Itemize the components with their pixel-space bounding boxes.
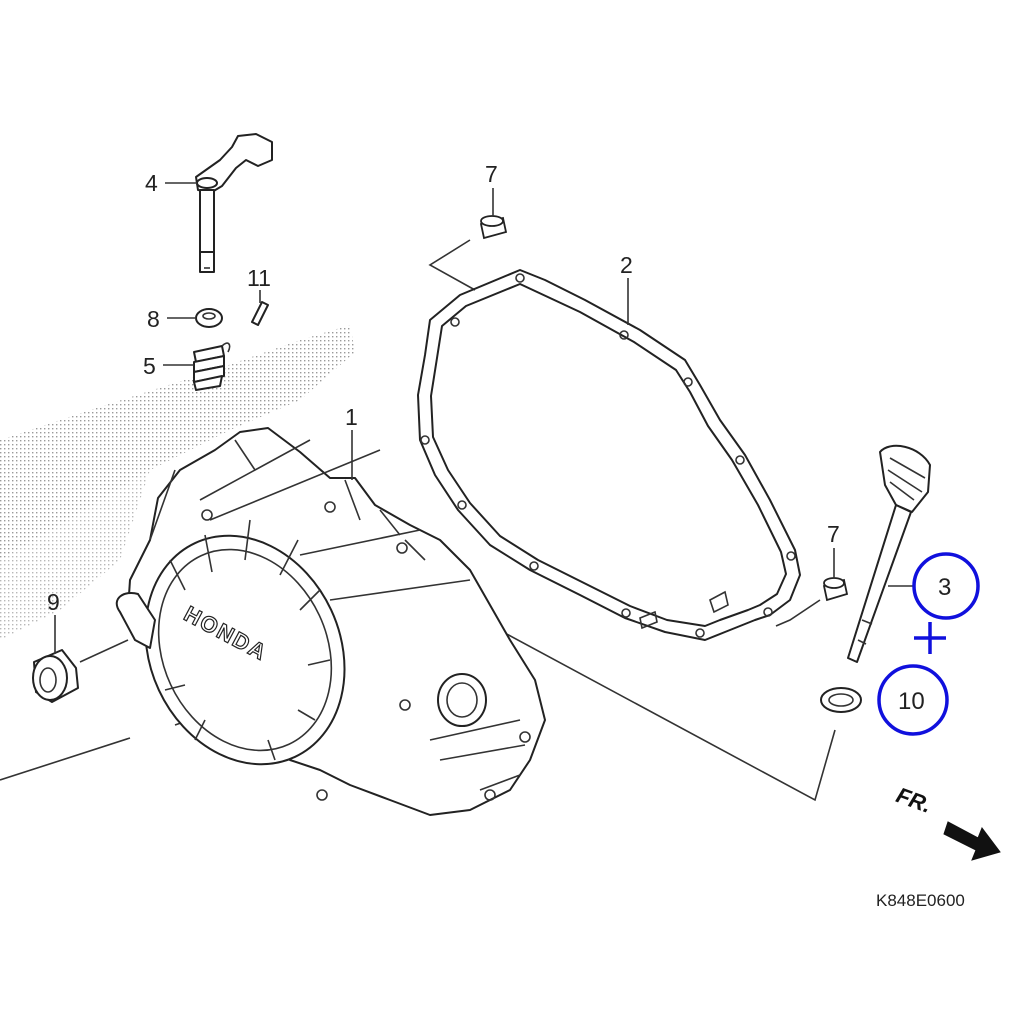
gasket-part-2 [417,269,801,641]
washer-part-8 [195,308,223,328]
dowel-part-7-lower [822,577,849,602]
oil-seal-part-9 [32,649,79,703]
plus-icon [914,622,946,654]
right-crankcase-cover-part-1: HONDA [115,427,546,816]
callout-7-lower: 7 [827,521,840,547]
highlight-group: 3 10 [877,552,980,736]
dowel-pin-part-11 [251,301,269,326]
callout-5: 5 [143,353,156,379]
highlight-circle-3 [912,552,980,620]
diagram-code: K848E0600 [876,891,965,910]
engine-shadow-area [0,325,355,560]
leader-oil-seal [79,639,129,663]
dowel-part-7-top [479,215,508,240]
engine-shadow-area-lower [0,470,150,640]
callout-11: 11 [247,265,271,291]
clutch-lifter-arm [195,133,273,273]
callout-1: 1 [345,404,358,430]
direction-label: FR. [893,782,935,818]
leader-dowel-top [428,239,476,291]
spring-part-5 [193,342,231,391]
callout-10: 10 [898,688,925,715]
reference-line-bottom [489,624,836,802]
arrow-icon [943,821,1001,861]
front-direction-indicator: FR. [893,782,1001,861]
highlight-circle-10 [877,664,949,736]
callout-7-top: 7 [485,161,498,187]
callout-2: 2 [620,252,633,278]
callout-3: 3 [938,574,951,601]
o-ring-part-10 [820,687,862,713]
oil-dipstick-part-3 [847,444,931,663]
callout-9: 9 [47,589,60,615]
leader-dowel-lower [775,599,821,627]
callout-4: 4 [145,170,158,196]
callout-8: 8 [147,306,160,332]
